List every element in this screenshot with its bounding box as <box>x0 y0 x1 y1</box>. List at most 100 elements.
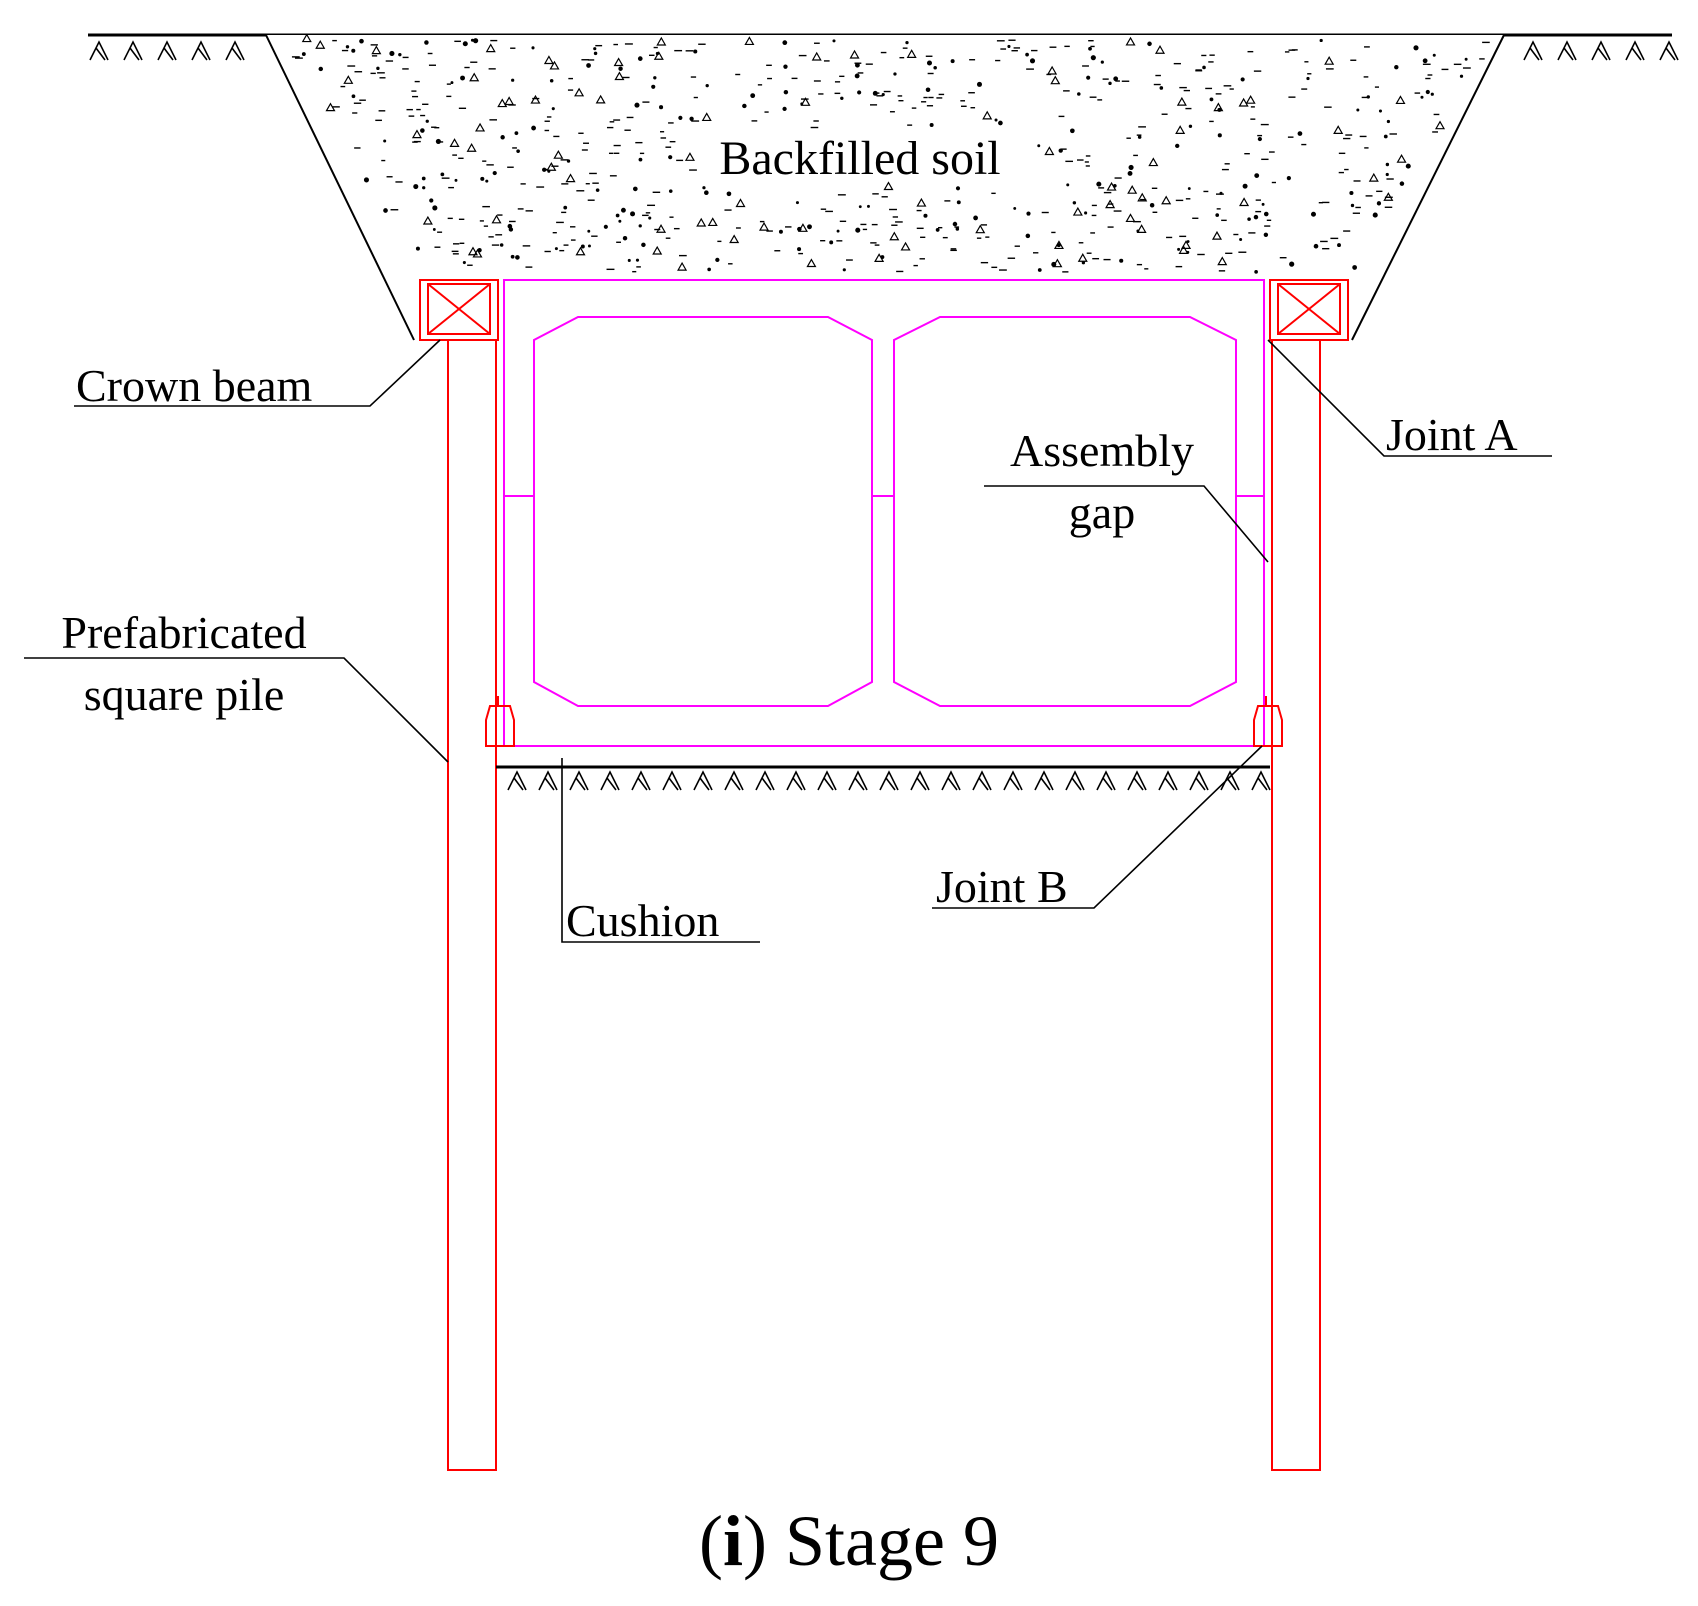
soil-speck <box>1395 95 1406 105</box>
soil-speck <box>454 178 458 182</box>
soil-speck <box>586 63 591 68</box>
soil-speck <box>531 125 536 131</box>
soil-speck <box>1128 164 1134 170</box>
soil-speck <box>363 177 370 183</box>
soil-speck <box>1081 261 1086 265</box>
soil-speck <box>432 228 436 231</box>
hatch-mark <box>879 770 899 791</box>
joint-b-label: Joint B <box>936 861 1068 912</box>
soil-speck <box>351 48 356 53</box>
soil-speck <box>702 186 706 190</box>
soil-speck <box>1263 211 1269 217</box>
soil-speck <box>1175 125 1186 134</box>
soil-speck <box>500 135 505 140</box>
soil-speck <box>424 40 429 45</box>
soil-speck <box>701 112 712 122</box>
hatch-mark <box>123 40 143 61</box>
soil-speck <box>929 122 934 127</box>
soil-speck <box>510 254 515 259</box>
soil-speck <box>797 226 802 232</box>
soil-speck <box>622 235 628 241</box>
soil-speck <box>422 215 433 225</box>
soil-speck <box>807 224 812 230</box>
soil-speck <box>840 96 844 101</box>
soil-speck <box>855 62 860 68</box>
soil-speck <box>1396 153 1407 163</box>
soil-speck <box>729 234 740 244</box>
soil-speck <box>916 197 927 207</box>
soil-speck <box>1025 52 1029 57</box>
hatch-mark <box>1625 40 1645 61</box>
hatch-mark <box>600 770 620 791</box>
soil-speck <box>1159 86 1164 90</box>
hatch-mark <box>755 770 775 791</box>
soil-speck <box>1217 256 1228 266</box>
soil-speck <box>553 149 564 159</box>
hatch-mark <box>1523 40 1543 61</box>
hatch-mark <box>1220 770 1240 791</box>
soil-speck <box>1100 60 1104 64</box>
hatch-mark <box>631 770 651 791</box>
soil-speck <box>783 64 788 69</box>
soil-speck <box>1025 233 1031 239</box>
soil-speck <box>1313 243 1319 249</box>
soil-speck <box>1247 217 1251 221</box>
soil-speck <box>1238 97 1249 107</box>
soil-speck <box>485 179 489 183</box>
soil-speck <box>507 223 513 229</box>
hatch-mark <box>89 40 109 61</box>
soil-speck <box>1127 170 1133 176</box>
soil-speck <box>1310 211 1316 217</box>
culvert-cell-left <box>533 316 873 707</box>
soil-speck <box>469 72 480 82</box>
soil-speck <box>1289 261 1295 267</box>
soil-speck <box>842 268 846 272</box>
soil-speck <box>477 247 482 253</box>
soil-speck <box>587 244 591 248</box>
soil-speck <box>1148 157 1159 167</box>
soil-speck <box>497 98 508 108</box>
soil-speck <box>668 155 673 160</box>
soil-speck <box>638 224 642 228</box>
soil-speck <box>574 87 585 97</box>
prefab-pile-label-line1: Prefabricated <box>61 607 306 658</box>
soil-speck <box>1070 128 1075 134</box>
soil-speck <box>485 43 496 53</box>
hatch-mark <box>1034 770 1054 791</box>
soil-speck <box>462 41 468 47</box>
soil-speck <box>1037 144 1041 148</box>
soil-speck <box>1368 172 1379 182</box>
soil-speck <box>1253 214 1259 220</box>
soil-speck <box>742 103 747 109</box>
soil-speck <box>857 90 862 95</box>
soil-speck <box>994 118 998 122</box>
hatch-mark <box>191 40 211 61</box>
soil-speck <box>1324 55 1335 65</box>
ground-hatch-marks <box>89 40 1679 791</box>
soil-speck <box>422 186 426 190</box>
soil-speck <box>1053 240 1064 250</box>
soil-speck <box>923 213 928 218</box>
soil-speck <box>549 60 560 70</box>
soil-speck <box>1136 224 1147 233</box>
soil-speck <box>655 224 667 233</box>
soil-speck <box>1211 230 1223 240</box>
soil-speck <box>398 52 402 57</box>
soil-speck <box>1349 190 1354 196</box>
soil-speck <box>906 49 917 58</box>
soil-speck <box>1072 206 1083 216</box>
soil-speck <box>587 229 591 233</box>
crown-beam-label: Crown beam <box>76 360 313 411</box>
soil-speck <box>563 205 568 210</box>
soil-speck <box>1077 253 1088 262</box>
hatch-mark <box>1158 770 1178 791</box>
soil-speck <box>829 240 834 245</box>
soil-speck <box>1037 268 1042 272</box>
soil-speck <box>593 47 597 51</box>
soil-speck <box>516 149 520 153</box>
hatch-mark <box>817 770 837 791</box>
trench-slope-left <box>265 34 415 341</box>
soil-speck <box>613 57 624 67</box>
soil-speck <box>383 139 387 143</box>
soil-speck <box>638 157 643 162</box>
